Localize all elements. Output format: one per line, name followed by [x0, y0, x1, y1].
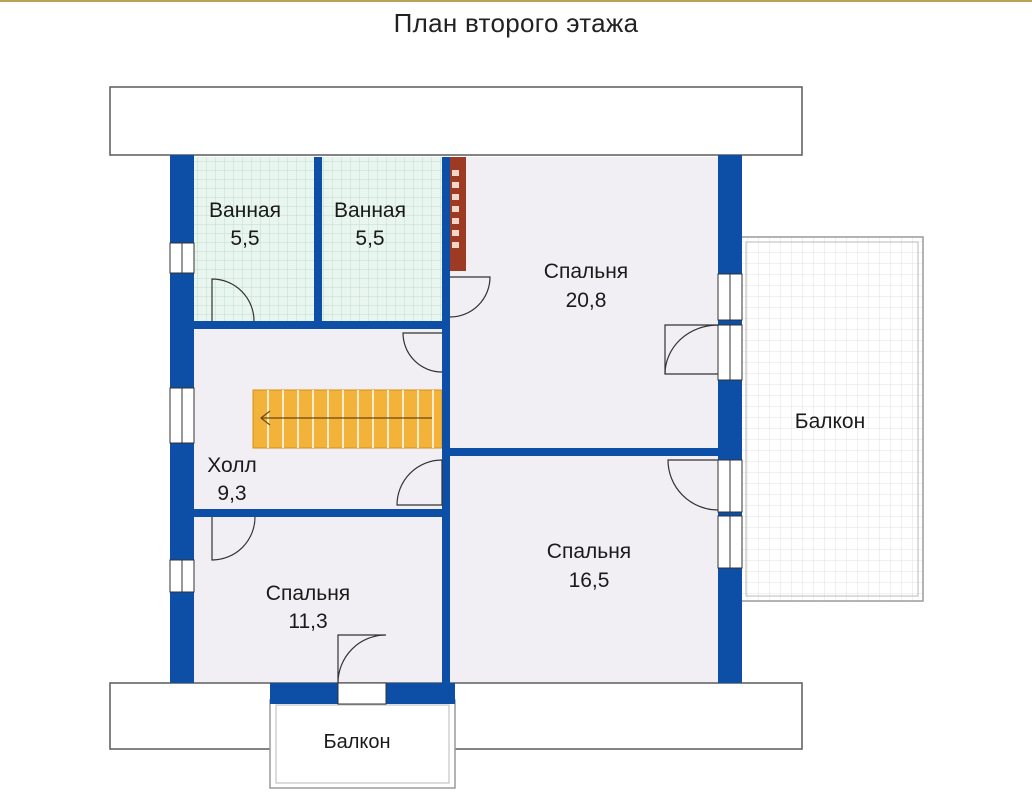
hall-area: 9,3 — [217, 482, 246, 505]
bath-right-name: Ванная — [334, 199, 406, 222]
interior-walls — [194, 157, 718, 683]
roof-strip-bottom — [109, 682, 803, 750]
roof-strip-top — [109, 86, 803, 156]
bedroom-large-area: 20,8 — [566, 289, 607, 312]
bath-left-tiles — [194, 157, 316, 323]
top-rule — [0, 0, 1032, 2]
staircase — [252, 389, 443, 449]
bedroom-large-name: Спальня — [544, 260, 628, 283]
bath-left-area: 5,5 — [230, 227, 259, 250]
balcony-east — [740, 236, 924, 602]
door-swings — [211, 276, 719, 684]
balcony-south-label: Балкон — [323, 731, 390, 753]
windows-east — [717, 273, 743, 569]
windows-west — [169, 242, 195, 593]
balcony-door-south — [337, 682, 387, 705]
bedroom-mid-name: Спальня — [547, 540, 631, 563]
plan-title: План второго этажа — [393, 8, 639, 38]
bath-right-area: 5,5 — [355, 227, 384, 250]
balcony-south — [269, 699, 456, 789]
stair-direction-arrow — [260, 410, 432, 426]
bedroom-small-name: Спальня — [266, 582, 350, 605]
bath-left-name: Ванная — [209, 199, 281, 222]
bedroom-small-area: 11,3 — [288, 610, 327, 633]
balcony-east-label: Балкон — [795, 410, 865, 433]
bedroom-mid-area: 16,5 — [569, 569, 610, 592]
bath-right-tiles — [322, 157, 446, 323]
hall-name: Холл — [207, 454, 257, 477]
chimney — [446, 157, 466, 271]
